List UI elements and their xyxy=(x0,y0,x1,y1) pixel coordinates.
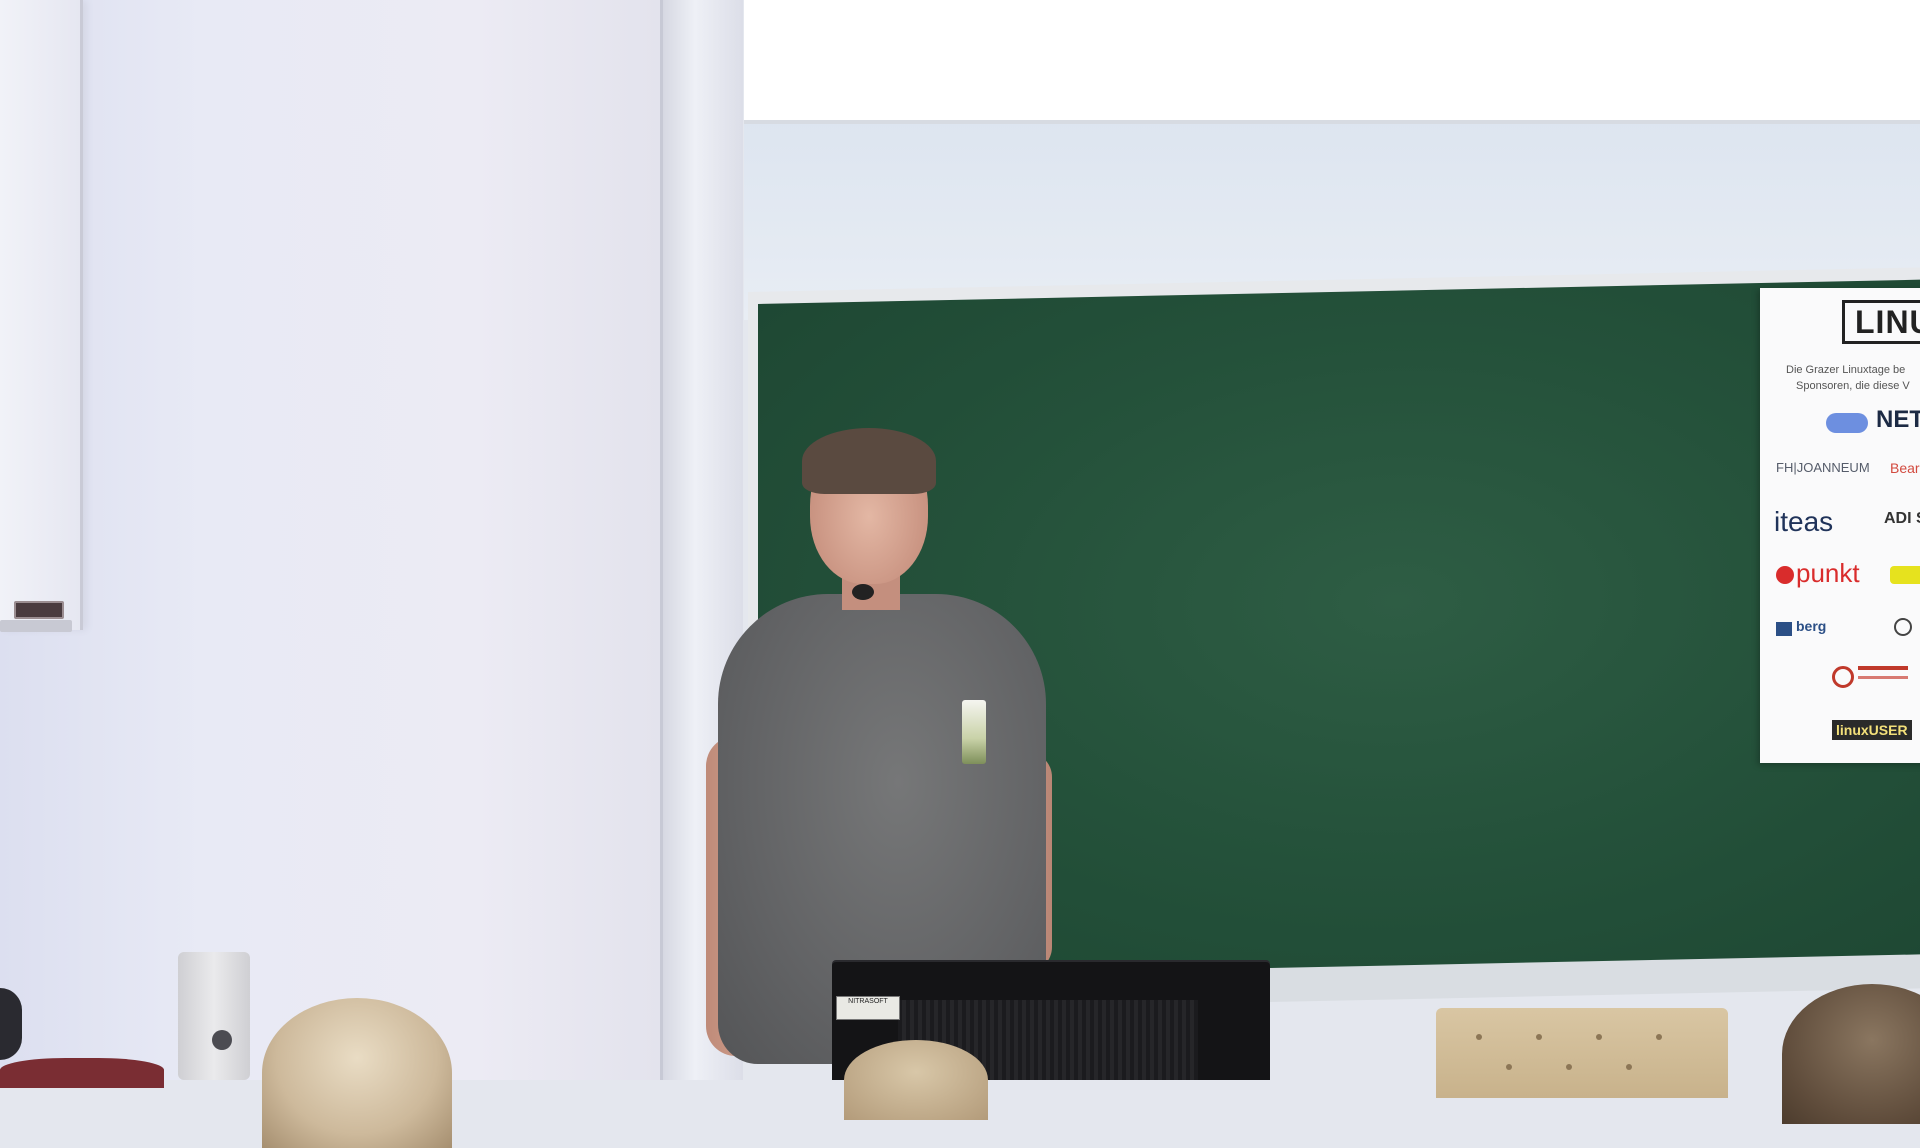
sponsor-linux-user: linuxUSER xyxy=(1832,720,1912,740)
circle-logo-icon xyxy=(1894,618,1912,636)
sponsor-net: NET xyxy=(1876,406,1920,433)
chair-rivet xyxy=(1566,1064,1572,1070)
audience-head xyxy=(1782,984,1920,1124)
foreground-shadow xyxy=(0,988,22,1060)
left-wall xyxy=(0,0,680,1080)
shirt-pocket-item xyxy=(962,700,986,764)
lpi-text-bar xyxy=(1858,666,1908,670)
poster-intro-line: Sponsoren, die diese V xyxy=(1796,380,1910,392)
yellow-sponsor-badge xyxy=(1890,566,1920,584)
red-chair xyxy=(0,1058,164,1088)
punkt-logo-icon xyxy=(1776,566,1794,584)
sponsor-berg: berg xyxy=(1796,618,1827,634)
net-logo-icon xyxy=(1826,413,1868,433)
chair-rivet xyxy=(1476,1034,1482,1040)
projection-screen xyxy=(744,0,1920,124)
audience-head xyxy=(844,1040,988,1120)
whiteboard-panel xyxy=(0,0,83,630)
sponsor-bear: Bear xyxy=(1890,460,1920,476)
whiteboard-rail xyxy=(0,620,72,632)
sponsor-adi-saf: ADI SAF xyxy=(1884,510,1920,527)
radiator xyxy=(178,952,250,1080)
lpi-logo-icon xyxy=(1832,666,1854,688)
chair-rivet xyxy=(1626,1064,1632,1070)
poster-intro-line: Die Grazer Linuxtage be xyxy=(1786,364,1906,376)
sponsor-poster: LINUX Die Grazer Linuxtage be Sponsoren,… xyxy=(1760,288,1920,763)
poster-logo: LINUX xyxy=(1842,300,1920,344)
sponsor-iteas: iteas xyxy=(1774,506,1834,537)
lpi-text-bar xyxy=(1858,676,1908,679)
berg-logo-icon xyxy=(1776,622,1792,636)
audience-head xyxy=(262,998,452,1148)
sponsor-punkt: punkt xyxy=(1796,558,1860,588)
chair-back xyxy=(1436,1008,1728,1098)
wall-pillar xyxy=(660,0,743,1080)
sponsor-fh-joanneum: FH|JOANNEUM xyxy=(1776,460,1870,475)
chair-rivet xyxy=(1656,1034,1662,1040)
chair-rivet xyxy=(1536,1034,1542,1040)
marker xyxy=(14,601,64,619)
chair-rivet xyxy=(1506,1064,1512,1070)
headset-mic-icon xyxy=(852,584,874,600)
radiator-knob xyxy=(212,1030,232,1050)
monitor-sticker: NITRASOFT xyxy=(836,996,900,1020)
chair-rivet xyxy=(1596,1034,1602,1040)
speaker-hair xyxy=(802,428,936,494)
